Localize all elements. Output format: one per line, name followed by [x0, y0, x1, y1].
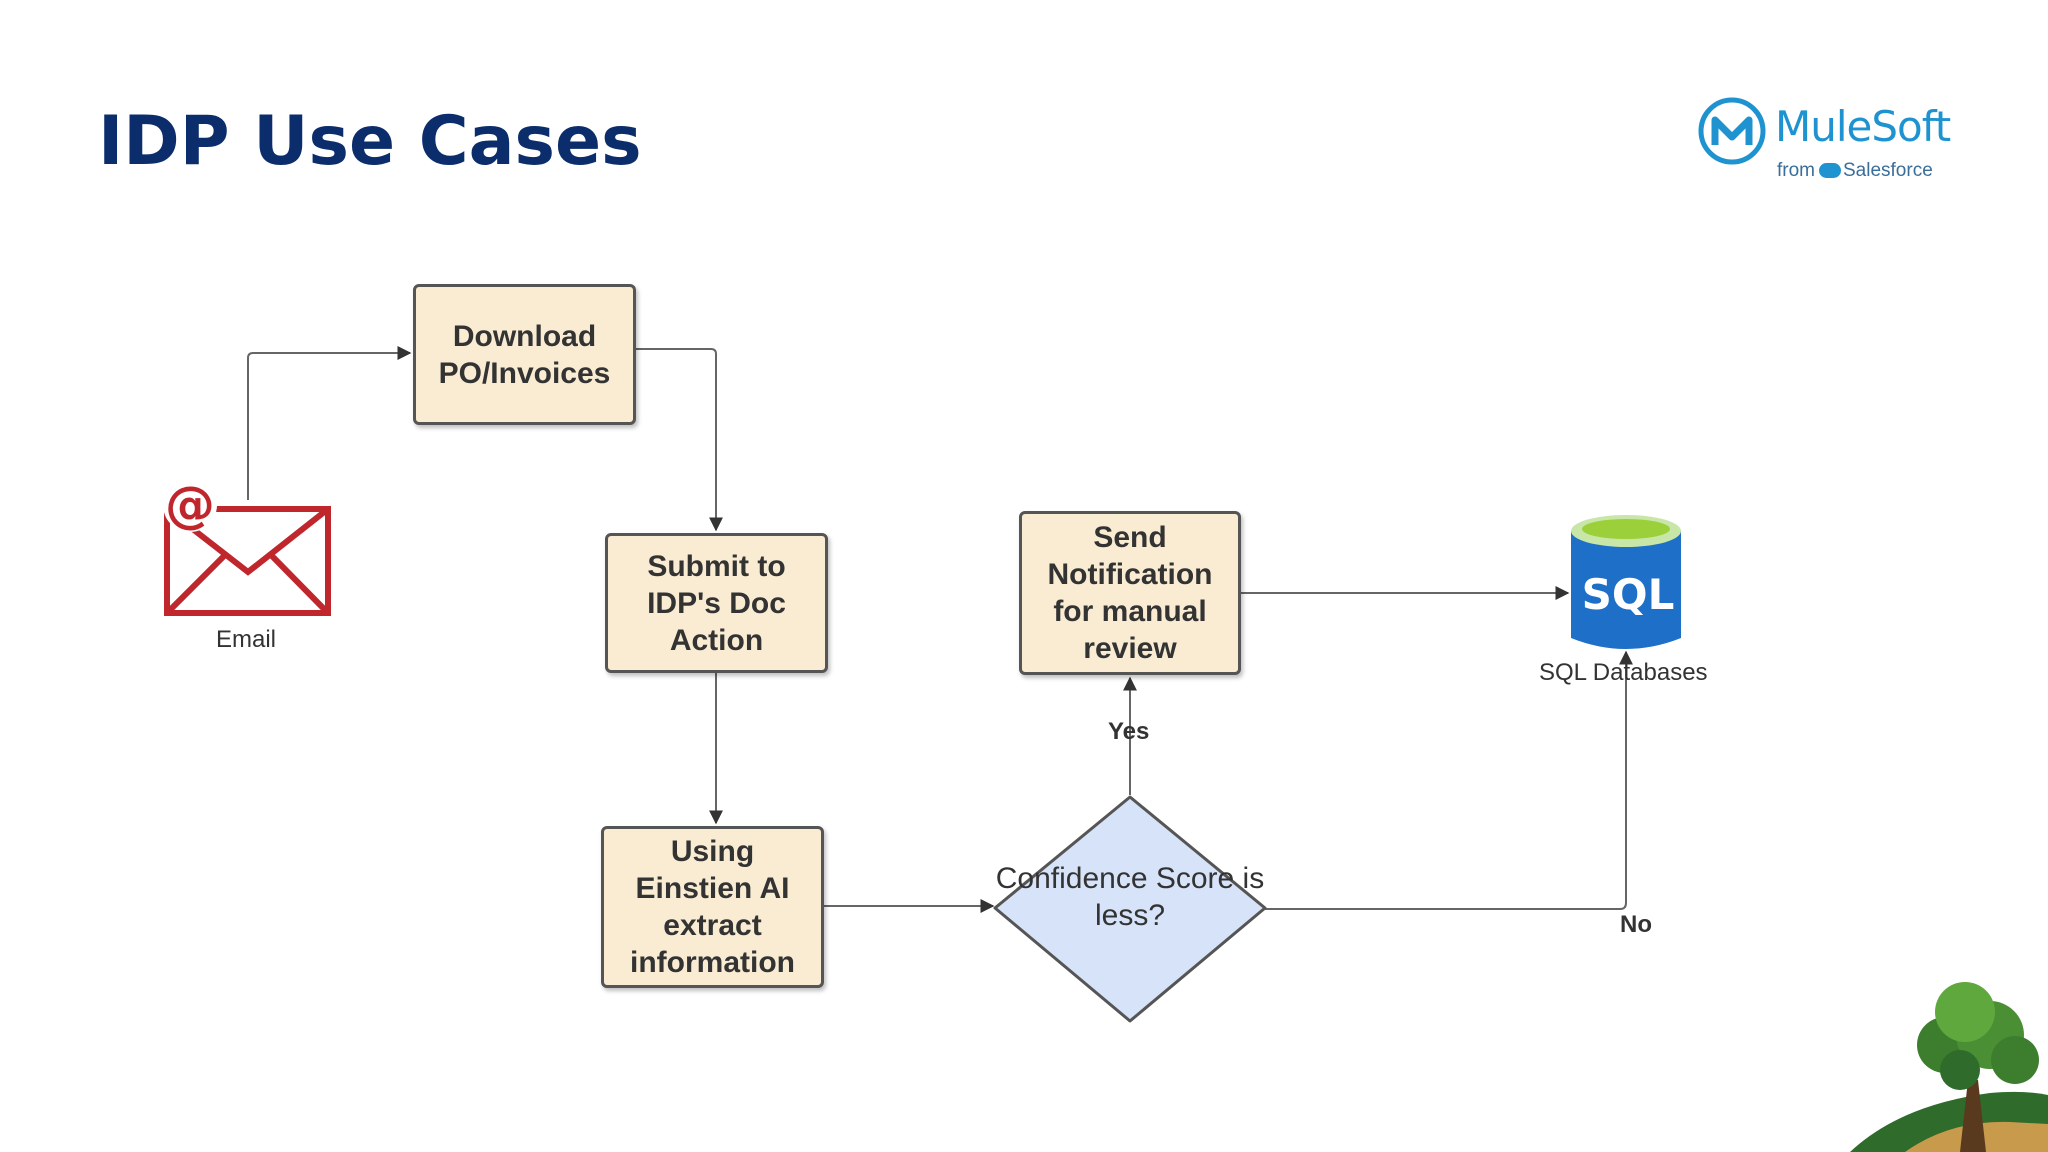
page-title: IDP Use Cases	[98, 102, 642, 181]
logo-subtitle: from Salesforce	[1777, 160, 1933, 182]
tree-illustration	[1850, 982, 2048, 1152]
step-download-invoices: Download PO/Invoices	[413, 284, 636, 425]
sql-databases-label: SQL Databases	[1539, 659, 1708, 686]
step-extract-information: Using Einstien AI extract information	[601, 826, 824, 988]
email-icon: @	[163, 476, 331, 616]
sql-database-icon: SQL	[1571, 515, 1681, 649]
sql-icon-text: SQL	[1582, 570, 1675, 619]
connector-decision-sql	[1265, 650, 1633, 910]
mulesoft-logo-icon	[1698, 97, 1766, 165]
step-send-notification: Send Notification for manual review	[1019, 511, 1241, 675]
step-notify-label: Send Notification for manual review	[1047, 521, 1213, 665]
decision-diamond	[993, 795, 1267, 1023]
step-submit-label: Submit to IDP's Doc Action	[647, 549, 786, 657]
mulesoft-logo: MuleSoft from Salesforce	[1695, 92, 1955, 192]
step-extract-label: Using Einstien AI extract information	[630, 835, 795, 979]
email-label: Email	[216, 626, 277, 653]
decision-label: Confidence Score is less?	[995, 862, 1265, 932]
connector-download-submit	[636, 348, 723, 532]
logo-wordmark: MuleSoft	[1775, 102, 1951, 151]
logo-brand: Salesforce	[1843, 160, 1933, 181]
no-label: No	[1620, 911, 1652, 938]
connector-email-download	[247, 346, 412, 500]
yes-label: Yes	[1108, 718, 1150, 745]
svg-text:@: @	[165, 476, 215, 534]
cloud-icon	[1819, 163, 1841, 179]
step-download-label: Download PO/Invoices	[438, 319, 611, 390]
logo-from: from	[1777, 160, 1815, 181]
step-submit-doc-action: Submit to IDP's Doc Action	[605, 533, 828, 673]
